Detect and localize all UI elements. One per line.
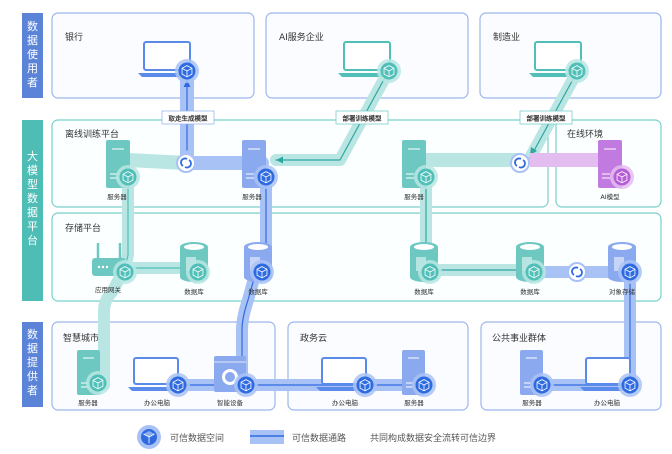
trusted-data-space-cube-icon: [234, 373, 258, 397]
trusted-data-space-cube-icon: [618, 260, 642, 284]
laptop-icon: [133, 357, 179, 385]
node-label: 服务器: [522, 398, 542, 407]
node-label: 办公电脑: [144, 398, 171, 407]
node-label: 办公电脑: [332, 398, 359, 407]
flow-label-text: 部署训练模型: [527, 114, 567, 123]
trusted-data-space-cube-icon: [250, 260, 274, 284]
zone-offline-training-title: 离线训练平台: [65, 128, 119, 140]
trusted-data-space-cube-icon: [86, 371, 110, 395]
zone-gov-cloud-title: 政务云: [300, 332, 327, 344]
trusted-data-space-cube-icon: [565, 59, 589, 83]
layer-label-platform: 大模型数据平台: [22, 120, 43, 301]
laptop-icon: [321, 357, 367, 385]
node-label: 办公电脑: [594, 398, 621, 407]
laptop-icon: [343, 41, 391, 71]
legend-space-label: 可信数据空间: [170, 432, 224, 444]
node-label: 对象存储: [609, 287, 636, 296]
flow-label-text: 取走生成模型: [169, 114, 209, 123]
flow-label-deploy-1: 部署训练模型: [335, 110, 389, 125]
trusted-data-space-cube-icon: [418, 260, 442, 284]
trusted-data-space-cube-icon: [116, 165, 140, 189]
layer-label-users-text: 数据使用者: [27, 20, 38, 89]
trusted-data-space-cube-icon: [175, 59, 199, 83]
zone-manufacturing-title: 制造业: [493, 31, 520, 43]
node-label: 智能设备: [217, 398, 244, 407]
node-label: 服务器: [242, 192, 262, 201]
node-label: 数据库: [520, 287, 540, 296]
zone-storage: 存储平台: [51, 212, 662, 302]
trusted-data-space-cube-icon: [113, 260, 137, 284]
flow-arrow-icon: [276, 156, 283, 164]
node-label: 服务器: [404, 192, 424, 201]
sync-icon: [510, 153, 530, 173]
flow-label-text: 部署训练模型: [343, 114, 383, 123]
trusted-data-space-cube-icon: [412, 373, 436, 397]
smart-device: 智能设备: [214, 356, 246, 407]
node-label: 服务器: [404, 398, 424, 407]
flow-arrow-icon: [183, 80, 191, 87]
node-label: 服务器: [78, 398, 98, 407]
zone-online-env-title: 在线环境: [567, 128, 603, 140]
layer-label-platform-text: 大模型数据平台: [27, 149, 38, 247]
laptop-smart-city: 办公电脑: [128, 357, 184, 407]
laptop-gov-cloud: 办公电脑: [316, 357, 372, 407]
layer-label-users: 数据使用者: [22, 13, 43, 98]
legend-description: 共同构成数据安全流转可信边界: [370, 432, 496, 444]
layer-label-providers-text: 数据提供者: [27, 328, 38, 397]
legend-path: 可信数据通路: [250, 430, 346, 444]
node-label: 服务器: [107, 192, 127, 201]
zone-storage-title: 存储平台: [65, 222, 101, 234]
zone-bank-title: 银行: [65, 31, 83, 43]
node-label: 数据库: [414, 287, 434, 296]
node-label: 数据库: [184, 287, 204, 296]
trusted-data-space-cube-icon: [530, 373, 554, 397]
trusted-data-space-cube-icon: [618, 373, 642, 397]
trusted-path-band: [98, 262, 131, 391]
trusted-path-line: [241, 274, 256, 386]
trusted-data-space-cube-icon: [414, 165, 438, 189]
legend: 可信数据空间 可信数据通路 共同构成数据安全流转可信边界: [137, 425, 496, 449]
flow-label-take-model: 取走生成模型: [161, 110, 215, 125]
trusted-data-space-cube-icon: [186, 260, 210, 284]
zone-public-utility-title: 公共事业群体: [492, 332, 546, 344]
zone-smart-city-title: 智慧城市: [63, 332, 99, 344]
trusted-data-space-cube-icon: [353, 373, 377, 397]
sync-icon: [176, 153, 196, 173]
legend-space: 可信数据空间: [137, 425, 224, 449]
legend-path-band: [250, 430, 284, 444]
layer-label-providers: 数据提供者: [22, 322, 43, 407]
zone-gov-cloud: 政务云: [287, 321, 469, 411]
node-label: 数据库: [248, 287, 268, 296]
trusted-data-space-cube-icon: [254, 165, 278, 189]
node-label: AI模型: [600, 192, 620, 201]
trusted-data-space-cube-icon: [522, 260, 546, 284]
trusted-path-line: [275, 71, 389, 161]
zone-ai-service-title: AI服务企业: [279, 31, 324, 43]
node-label: 应用网关: [95, 285, 122, 294]
laptop-icon: [585, 357, 631, 385]
legend-path-label: 可信数据通路: [292, 432, 346, 444]
sync-icon: [567, 262, 587, 282]
trusted-data-space-cube-icon: [166, 373, 190, 397]
flow-label-deploy-2: 部署训练模型: [519, 110, 573, 125]
trusted-data-space-cube-icon: [610, 165, 634, 189]
trusted-data-space-cube-icon: [377, 59, 401, 83]
